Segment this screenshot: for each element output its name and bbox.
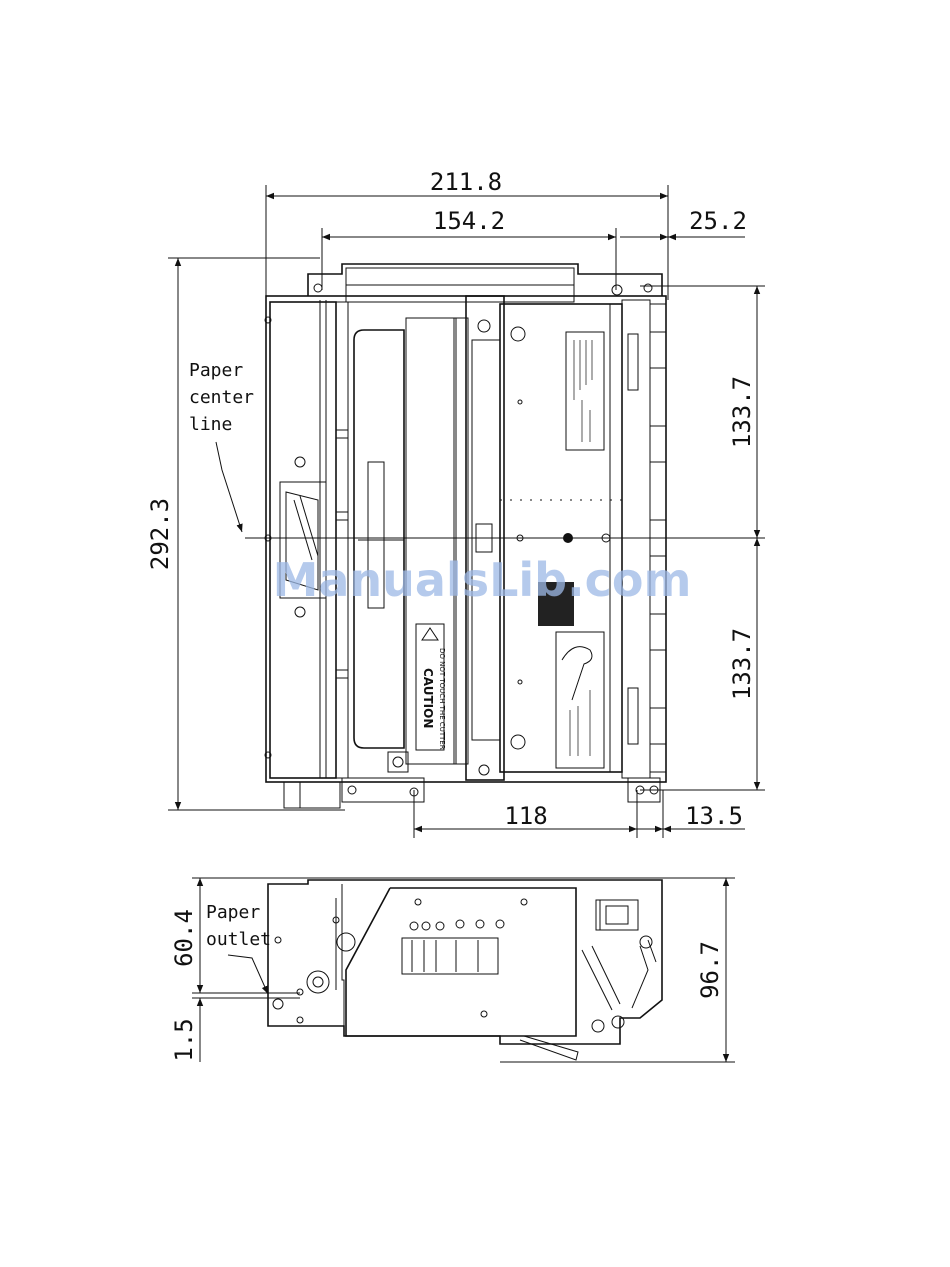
paper-center-line-label: Paper center line — [189, 360, 254, 532]
svg-text:center: center — [189, 387, 254, 408]
svg-text:CAUTION: CAUTION — [421, 668, 435, 728]
dim-side-bottom-offset: 1.5 — [170, 1018, 198, 1061]
manualslib-watermark: ManualsLib.com — [273, 553, 692, 607]
dim-bottom-right-offset: 13.5 — [685, 802, 743, 830]
svg-text:line: line — [189, 414, 232, 435]
dim-paper-outlet-height: 60.4 — [170, 909, 198, 967]
svg-text:DO NOT TOUCH THE CUTTER: DO NOT TOUCH THE CUTTER — [438, 648, 446, 750]
side-view-mechanism — [268, 880, 662, 1060]
dim-overall-depth: 292.3 — [146, 498, 174, 570]
dim-overall-width: 211.8 — [430, 168, 502, 196]
svg-text:outlet: outlet — [206, 929, 271, 950]
dim-lower-half: 133.7 — [728, 628, 756, 700]
top-view-mechanism: CAUTION DO NOT TOUCH THE CUTTER — [265, 264, 666, 808]
svg-text:Paper: Paper — [206, 902, 260, 923]
svg-text:Paper: Paper — [189, 360, 243, 381]
dim-right-offset: 25.2 — [689, 207, 747, 235]
dim-upper-half: 133.7 — [728, 376, 756, 448]
dim-side-overall-height: 96.7 — [696, 941, 724, 999]
dim-inner-width: 154.2 — [433, 207, 505, 235]
paper-outlet-label: Paper outlet — [206, 902, 271, 994]
dim-bottom-width: 118 — [504, 802, 547, 830]
